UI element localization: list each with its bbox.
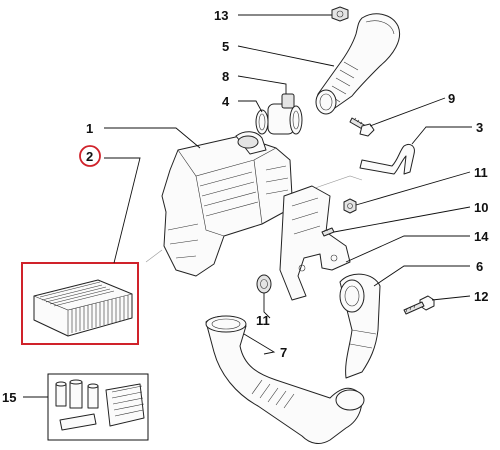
part-11-upper-nut[interactable]	[343, 198, 357, 214]
callout-4: 4	[222, 94, 230, 109]
part-9-bolt[interactable]	[349, 117, 375, 137]
part-12-bolt[interactable]	[403, 295, 435, 315]
part-13-nut[interactable]	[331, 6, 349, 22]
callout-8: 8	[222, 69, 229, 84]
part-5-upper-intake-duct[interactable]	[315, 13, 400, 115]
callout-1: 1	[86, 121, 93, 136]
callout-6: 6	[476, 259, 483, 274]
callout-3: 3	[476, 120, 483, 135]
callout-9: 9	[448, 91, 455, 106]
callout-14: 14	[474, 229, 489, 244]
callout-12: 12	[474, 289, 488, 304]
part-14-mounting-bracket[interactable]	[279, 185, 351, 301]
leader-lines	[23, 14, 472, 398]
part-4-seal-ring[interactable]	[255, 109, 269, 135]
part-6-elbow-duct[interactable]	[339, 273, 381, 379]
part-15-filter-kit[interactable]	[47, 373, 149, 441]
callout-7: 7	[280, 345, 287, 360]
callout-2-highlight-ring	[79, 145, 101, 167]
callout-15: 15	[2, 390, 16, 405]
part-2-air-filter-element[interactable]	[21, 262, 139, 345]
callout-13: 13	[214, 8, 228, 23]
part-8-air-flow-meter[interactable]	[267, 93, 303, 135]
part-7-lower-duct-hose[interactable]	[205, 315, 365, 444]
callout-10: 10	[474, 200, 488, 215]
part-1-air-filter-housing[interactable]	[161, 131, 293, 277]
callout-11-upper: 11	[474, 165, 488, 180]
part-3-bracket[interactable]	[359, 143, 415, 175]
callout-5: 5	[222, 39, 229, 54]
callout-2: 2	[86, 149, 93, 164]
part-11-lower-nut[interactable]	[256, 274, 272, 294]
callout-11-lower: 11	[256, 313, 270, 328]
